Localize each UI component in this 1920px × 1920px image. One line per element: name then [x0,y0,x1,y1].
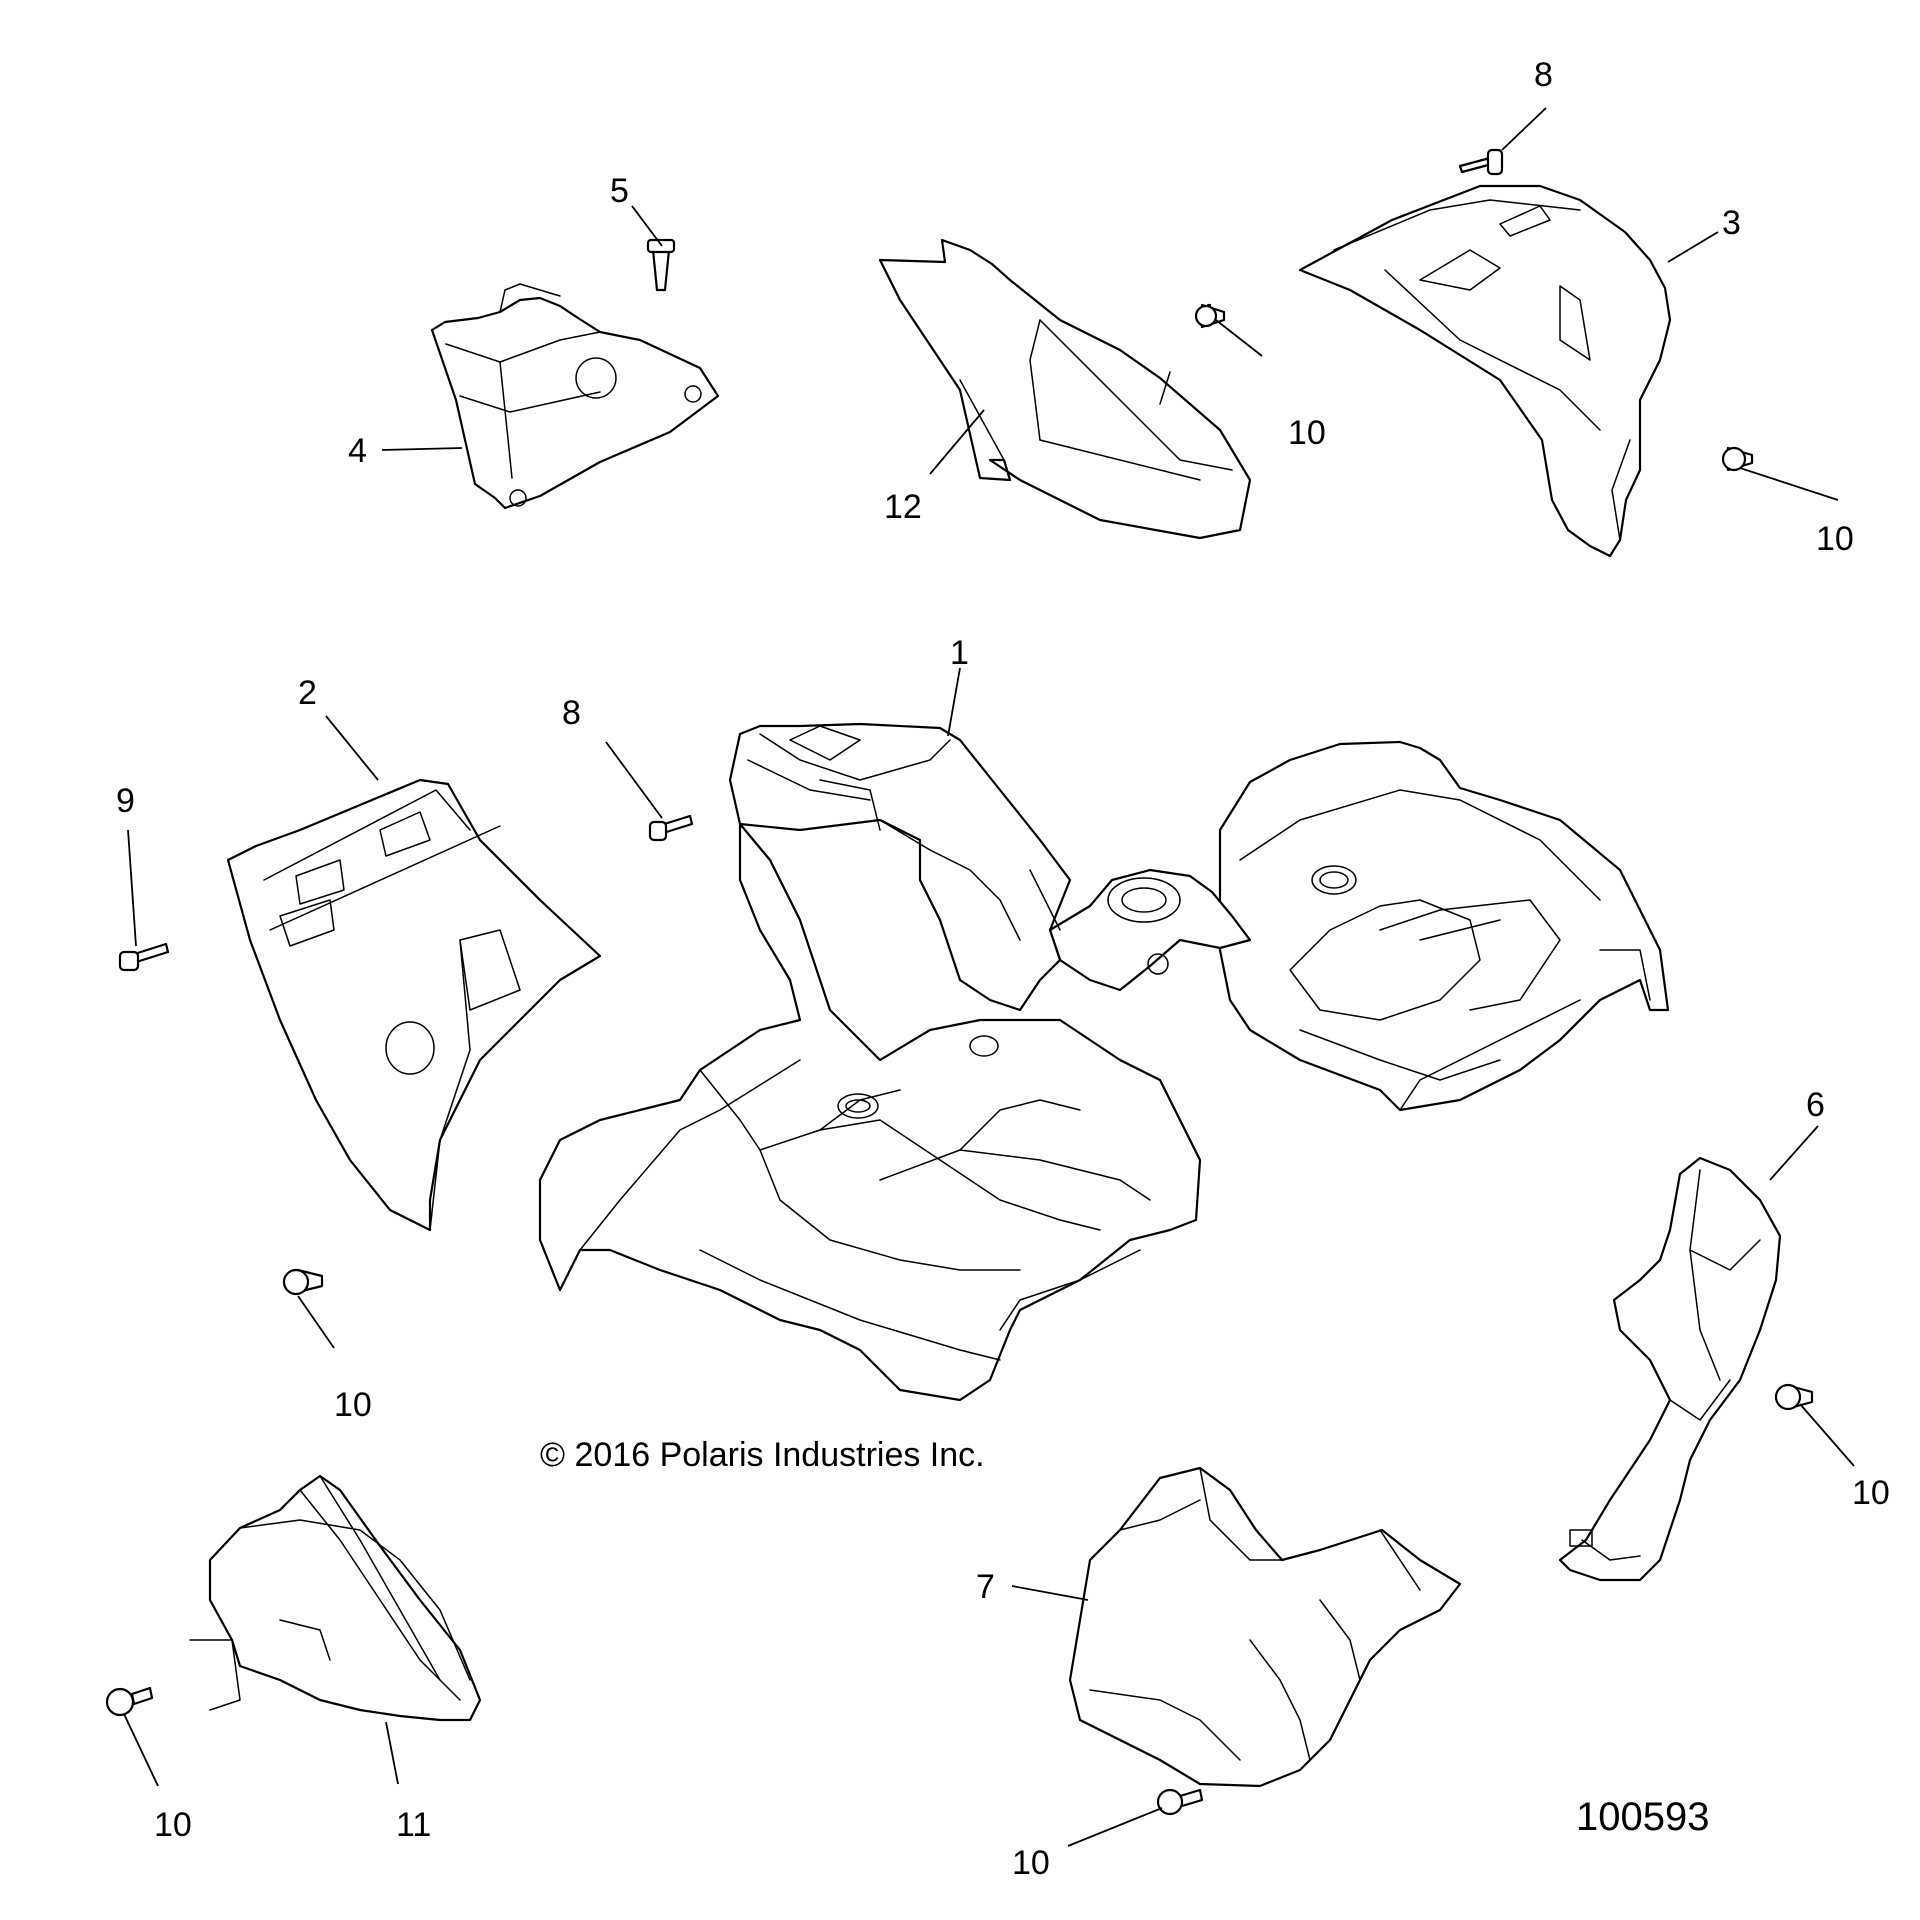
callout-4: 4 [348,432,367,470]
part-10-clip-b [1721,446,1754,472]
leader-lines [123,107,1855,1847]
figure-number: 100593 [1576,1795,1709,1839]
callout-11: 11 [396,1806,431,1844]
callout-10-left-lower: 10 [154,1806,192,1844]
part-8-screw-a [1458,148,1504,176]
part-10-clip-f [105,1686,154,1717]
callout-5: 5 [610,172,629,210]
callout-12: 12 [884,488,922,526]
part-5-screw [646,238,676,292]
callout-6: 6 [1806,1086,1825,1124]
part-4-pod-cover [430,283,720,510]
callout-2: 2 [298,674,317,712]
callout-10-center-lower: 10 [1012,1844,1050,1882]
part-1-main-body [538,722,1670,1402]
callout-10-right-lower: 10 [1852,1474,1890,1512]
callout-7: 7 [976,1568,995,1606]
callout-8-middle: 8 [562,694,581,732]
part-10-clip-d [1774,1383,1814,1411]
part-8-screw-b [648,814,694,842]
callout-10-left-panel: 10 [334,1386,372,1424]
callout-9: 9 [116,782,135,820]
copyright-notice: © 2016 Polaris Industries Inc. [540,1436,985,1474]
callout-labels: 1 2 3 4 5 6 7 8 8 9 10 10 10 10 10 10 10… [116,56,1890,1882]
part-11-left-lower-panel [189,1474,482,1722]
part-7-lower-center-panel [1068,1466,1462,1788]
callout-10-cowl: 10 [1288,414,1326,452]
part-3-right-side-panel [1298,184,1672,558]
part-2-left-side-panel [226,778,602,1232]
callout-10-right-panel: 10 [1816,520,1854,558]
callout-8-top: 8 [1534,56,1553,94]
callout-3: 3 [1722,204,1741,242]
callout-1: 1 [950,634,969,672]
part-12-cowl-panel [878,238,1252,540]
part-10-clip-e [1156,1788,1204,1816]
part-10-clip-c [282,1268,324,1296]
callout-10-extra: 10 [1288,414,1326,452]
part-6-right-lower-panel [1558,1156,1782,1582]
part-9-screw [118,942,170,972]
